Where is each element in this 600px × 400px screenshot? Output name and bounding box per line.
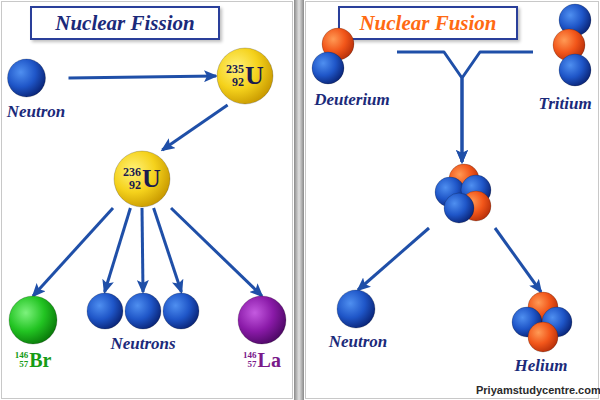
- title-box: Nuclear Fission: [30, 6, 220, 40]
- label-group: Tritium: [538, 94, 591, 114]
- panel-divider: [294, 0, 304, 400]
- mass-number: 146: [15, 351, 29, 360]
- title-box: Nuclear Fusion: [338, 6, 518, 40]
- element-symbol: U: [245, 63, 264, 89]
- element-symbol: La: [258, 350, 281, 370]
- mass-number: 236: [123, 166, 141, 179]
- right-panel: [306, 2, 599, 399]
- particle-node: 14657La: [230, 296, 294, 388]
- particle-label: Deuterium: [314, 90, 390, 110]
- nuclide-numbers: 23692: [123, 166, 141, 191]
- nuclide-numbers: 14657: [243, 351, 257, 370]
- label-group: Neutron: [7, 102, 66, 122]
- atomic-number: 57: [248, 360, 257, 369]
- particle-sphere: [238, 296, 286, 344]
- arrow-connector: [162, 105, 227, 150]
- label-group: 14657Br: [15, 350, 52, 370]
- particle-sphere: [125, 293, 161, 329]
- label-group: 14657La: [243, 350, 281, 370]
- label-group: Deuterium: [314, 90, 390, 110]
- particle-sphere: [9, 296, 57, 344]
- panel-title: Nuclear Fusion: [359, 11, 496, 35]
- arrow-connector: [33, 208, 113, 296]
- particle-node: Helium: [505, 292, 577, 380]
- mass-number: 235: [226, 63, 244, 76]
- particle-label: Neutron: [7, 102, 66, 122]
- arrow-connector: [358, 228, 429, 290]
- particle-sphere: [312, 52, 344, 84]
- particle-shape: [216, 47, 274, 105]
- particle-sphere: [87, 293, 123, 329]
- particle-label: Neutrons: [110, 334, 175, 354]
- particle-sphere: [217, 48, 273, 104]
- particle-sphere: [444, 193, 474, 223]
- particle-sphere: [559, 54, 591, 86]
- particle-sphere: [528, 322, 558, 352]
- panel-title: Nuclear Fission: [55, 11, 194, 35]
- label-group: 23692U: [123, 166, 161, 192]
- particle-shape: [3, 296, 63, 388]
- left-panel: [2, 2, 293, 399]
- particle-label: Helium: [515, 356, 568, 376]
- label-group: Nuclear Fission: [55, 11, 194, 35]
- mass-number: 146: [243, 351, 257, 360]
- label-group: Neutron: [329, 332, 388, 352]
- particle-label: Neutron: [329, 332, 388, 352]
- label-group: 23592U: [226, 63, 264, 89]
- atomic-number: 92: [232, 76, 244, 89]
- particle-sphere: [337, 290, 375, 328]
- particle-node: Deuterium: [307, 26, 397, 114]
- particle-node: Neutrons: [83, 292, 203, 362]
- particle-node: 14657Br: [3, 296, 63, 388]
- arrow-connector: [397, 52, 462, 162]
- nuclide-numbers: 23592: [226, 63, 244, 88]
- particle-node: 23692U: [113, 150, 171, 208]
- particle-shape: [429, 162, 495, 228]
- atomic-number: 57: [19, 360, 28, 369]
- particle-label: Tritium: [538, 94, 591, 114]
- arrow-connector: [171, 208, 262, 296]
- element-symbol: U: [142, 166, 161, 192]
- arrow-connector: [69, 76, 217, 78]
- arrow-connector: [142, 208, 143, 292]
- element-symbol: Br: [29, 350, 51, 370]
- particle-sphere: [7, 59, 45, 97]
- particle-shape: [230, 296, 294, 388]
- arrow-connector: [105, 208, 131, 292]
- watermark: Priyamstudycentre.com: [476, 384, 600, 396]
- nuclide-numbers: 14657: [15, 351, 29, 370]
- label-group: Nuclear Fusion: [359, 11, 496, 35]
- atomic-number: 92: [129, 179, 141, 192]
- particle-node: Neutron: [323, 290, 393, 354]
- particle-sphere: [114, 151, 170, 207]
- arrow-connector: [495, 228, 541, 292]
- particle-node: 23592U: [216, 47, 274, 105]
- particle-node: Tritium: [533, 2, 597, 118]
- arrow-connector: [154, 208, 182, 292]
- label-group: Neutrons: [110, 334, 175, 354]
- particle-node: [429, 162, 495, 228]
- particle-sphere: [163, 293, 199, 329]
- particle-node: Neutron: [4, 58, 69, 124]
- arrow-connector: [462, 52, 533, 162]
- particle-shape: [113, 150, 171, 208]
- label-group: Helium: [515, 356, 568, 376]
